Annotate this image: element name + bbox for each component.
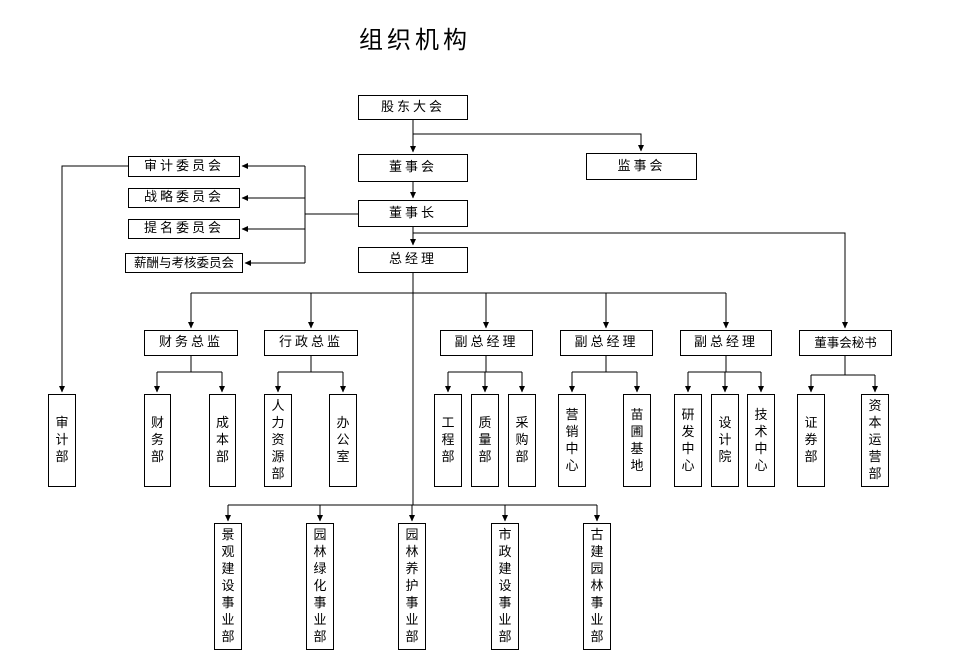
page-title: 组织机构 <box>359 26 471 54</box>
node-nomination-committee: 提名委员会 <box>128 219 240 239</box>
node-technology-center: 技术中心 <box>747 394 775 487</box>
node-chairman: 董事长 <box>358 200 468 227</box>
node-general-manager: 总经理 <box>358 247 468 273</box>
node-landscape-construction-division: 景观建设事业部 <box>214 523 242 650</box>
node-securities-department: 证券部 <box>797 394 825 487</box>
node-strategy-committee: 战略委员会 <box>128 188 240 208</box>
node-marketing-center: 营销中心 <box>558 394 586 487</box>
node-capital-operations-department: 资本运营部 <box>861 394 889 487</box>
node-finance-director: 财务总监 <box>144 330 238 356</box>
node-compensation-committee: 薪酬与考核委员会 <box>125 253 243 273</box>
node-vice-general-manager-1: 副总经理 <box>440 330 533 356</box>
node-admin-director: 行政总监 <box>264 330 358 356</box>
node-vice-general-manager-3: 副总经理 <box>680 330 772 356</box>
node-rd-center: 研发中心 <box>674 394 702 487</box>
node-audit-department: 审计部 <box>48 394 76 487</box>
node-ancient-garden-division: 古建园林事业部 <box>583 523 611 650</box>
node-general-office: 办公室 <box>329 394 357 487</box>
node-board-secretary: 董事会秘书 <box>799 330 892 356</box>
node-cost-department: 成本部 <box>209 394 236 487</box>
node-municipal-construction-division: 市政建设事业部 <box>491 523 519 650</box>
node-design-institute: 设计院 <box>711 394 739 487</box>
node-board-of-directors: 董事会 <box>358 154 468 182</box>
node-audit-committee: 审计委员会 <box>128 156 240 177</box>
node-finance-department: 财务部 <box>144 394 171 487</box>
node-garden-greening-division: 园林绿化事业部 <box>306 523 334 650</box>
node-engineering-department: 工程部 <box>434 394 462 487</box>
node-garden-maintenance-division: 园林养护事业部 <box>398 523 426 650</box>
node-procurement-department: 采购部 <box>508 394 536 487</box>
node-vice-general-manager-2: 副总经理 <box>560 330 653 356</box>
node-shareholders-meeting: 股东大会 <box>358 95 468 120</box>
node-quality-department: 质量部 <box>471 394 499 487</box>
node-supervisory-board: 监事会 <box>586 153 697 180</box>
node-hr-department: 人力资源部 <box>264 394 292 487</box>
node-nursery-base: 苗圃基地 <box>623 394 651 487</box>
